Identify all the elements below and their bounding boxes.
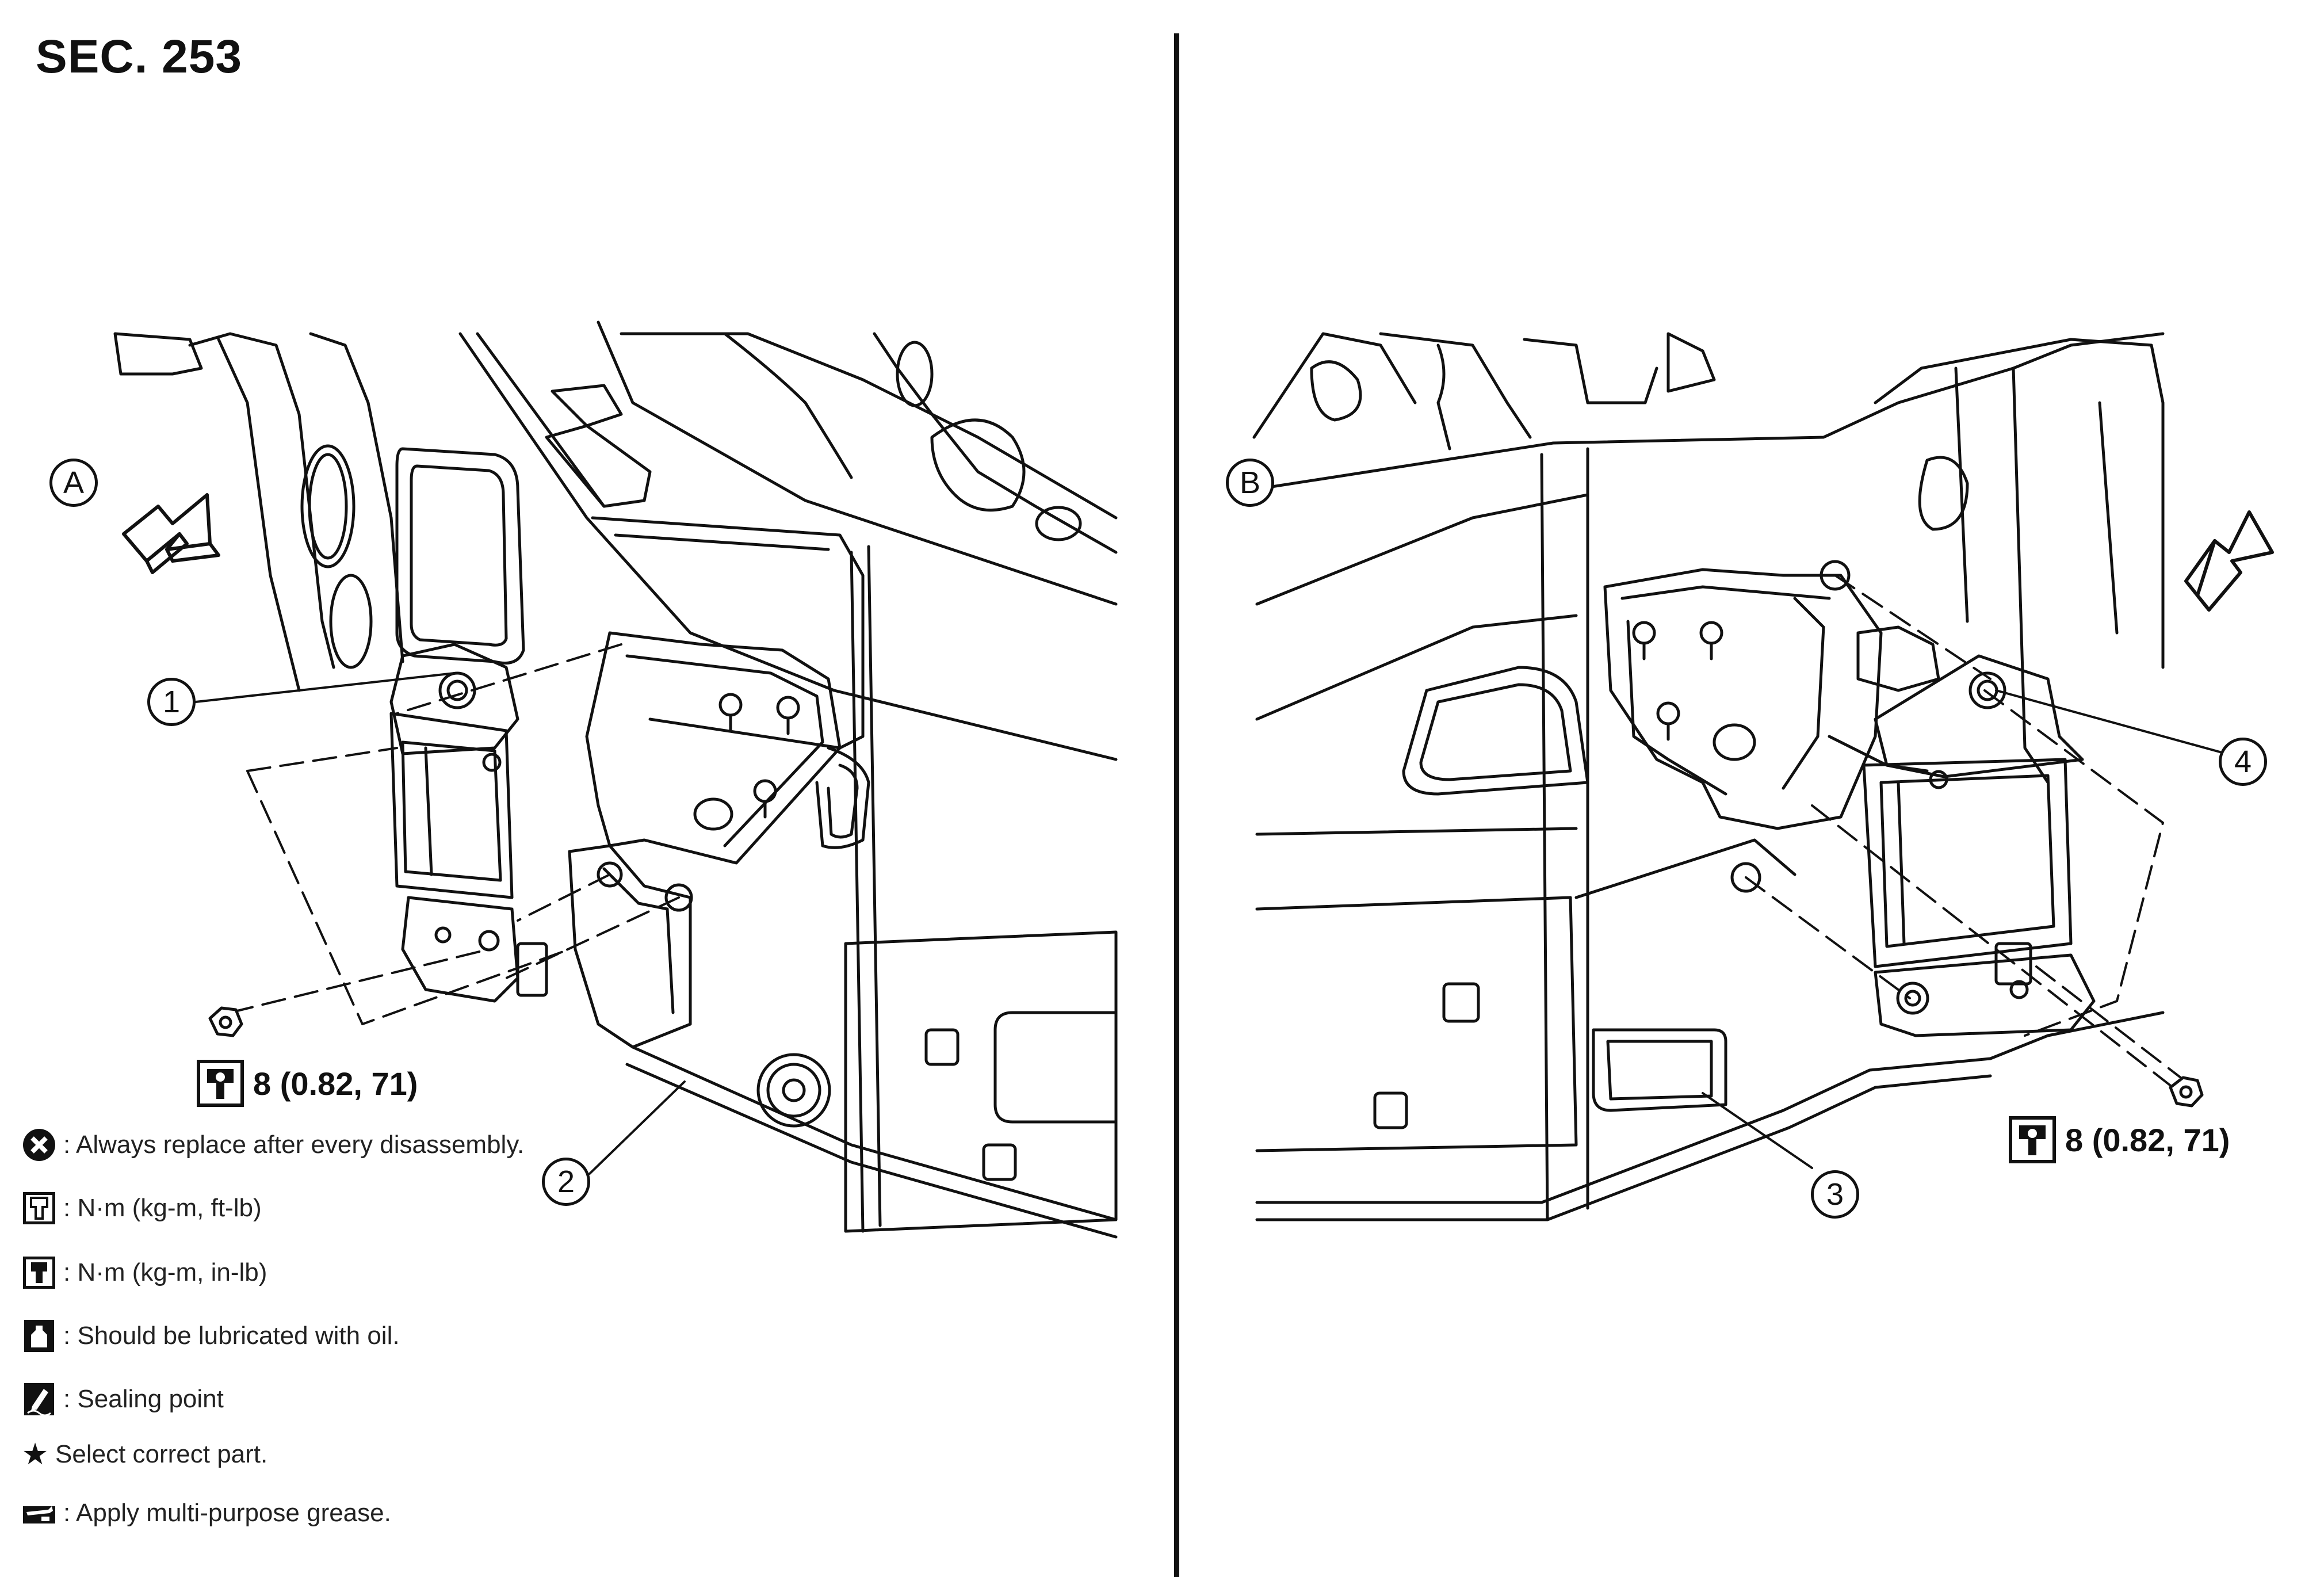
sealing-icon xyxy=(24,1383,54,1416)
callout-4: 4 xyxy=(2219,738,2267,786)
direction-arrow-left xyxy=(122,493,220,574)
panel-divider xyxy=(1174,33,1179,1577)
callout-1: 1 xyxy=(147,678,196,726)
nut-left xyxy=(208,1006,243,1037)
callout-3: 3 xyxy=(1811,1170,1859,1219)
torque-wrench-icon xyxy=(197,1060,244,1107)
grease-icon xyxy=(23,1506,55,1523)
view-label-a: A xyxy=(49,459,98,507)
torque-spec-left: 8 (0.82, 71) xyxy=(196,1059,418,1108)
legend-item-torque-inlb: : N·m (kg-m, in-lb) xyxy=(21,1250,267,1296)
torque-inlb-icon xyxy=(23,1257,55,1289)
callout-2: 2 xyxy=(542,1158,590,1206)
replace-icon xyxy=(23,1129,55,1161)
sensor-module-right xyxy=(1862,654,2096,1037)
sensor-module-left xyxy=(389,643,548,1003)
legend-item-replace: : Always replace after every disassembly… xyxy=(21,1122,524,1168)
legend-item-torque-ftlb: : N·m (kg-m, ft-lb) xyxy=(21,1185,262,1231)
star-icon: ★ xyxy=(21,1438,49,1471)
torque-value-left: 8 (0.82, 71) xyxy=(253,1065,418,1102)
nut-right xyxy=(2169,1076,2204,1108)
legend-text: : Apply multi-purpose grease. xyxy=(63,1499,391,1527)
legend-item-sealing: : Sealing point xyxy=(21,1376,224,1422)
legend-text: : Always replace after every disassembly… xyxy=(63,1131,525,1159)
section-title: SEC. 253 xyxy=(36,30,242,83)
torque-wrench-icon xyxy=(2009,1116,2056,1163)
torque-spec-right: 8 (0.82, 71) xyxy=(2008,1115,2230,1164)
torque-value-right: 8 (0.82, 71) xyxy=(2065,1121,2230,1158)
view-label-b: B xyxy=(1226,459,1274,507)
legend-item-oil: : Should be lubricated with oil. xyxy=(21,1313,400,1359)
direction-arrow-right xyxy=(2184,510,2274,612)
legend-text: : N·m (kg-m, ft-lb) xyxy=(63,1194,262,1222)
legend-text: : N·m (kg-m, in-lb) xyxy=(63,1258,267,1286)
legend-text: Select correct part. xyxy=(55,1440,268,1468)
right-panel-illustration xyxy=(1252,332,2227,1221)
legend-item-star: ★ Select correct part. xyxy=(21,1431,268,1477)
torque-ftlb-icon xyxy=(23,1192,55,1224)
oil-icon xyxy=(24,1320,54,1352)
legend-text: : Should be lubricated with oil. xyxy=(63,1322,400,1350)
left-panel-illustration xyxy=(113,320,1118,1239)
legend-item-grease: : Apply multi-purpose grease. xyxy=(21,1490,391,1536)
legend-text: : Sealing point xyxy=(63,1385,224,1413)
